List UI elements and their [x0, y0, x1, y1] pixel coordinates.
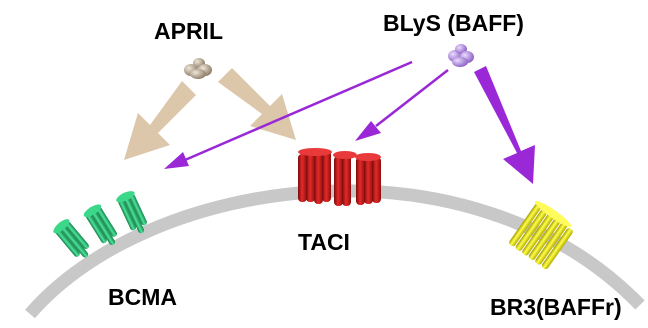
april-to-bcma-arrow: [124, 81, 196, 160]
blys-to-br3-arrow: [474, 66, 535, 184]
blys-label: BLyS (BAFF): [383, 10, 524, 36]
br3-label: BR3(BAFFr): [490, 294, 622, 320]
april-to-taci-arrow: [218, 68, 296, 140]
taci-label: TACI: [298, 229, 350, 255]
april-ligand-icon: [184, 58, 212, 79]
taci-receptor-icon: [298, 148, 381, 206]
blys-to-bcma-arrow: [164, 60, 413, 169]
bcma-label: BCMA: [108, 284, 177, 310]
april-label: APRIL: [154, 18, 223, 44]
blys-ligand-icon: [448, 44, 474, 67]
bcma-receptor-icon: [53, 191, 147, 258]
blys-to-taci-arrow: [355, 69, 449, 141]
br3-receptor-icon: [509, 200, 573, 270]
